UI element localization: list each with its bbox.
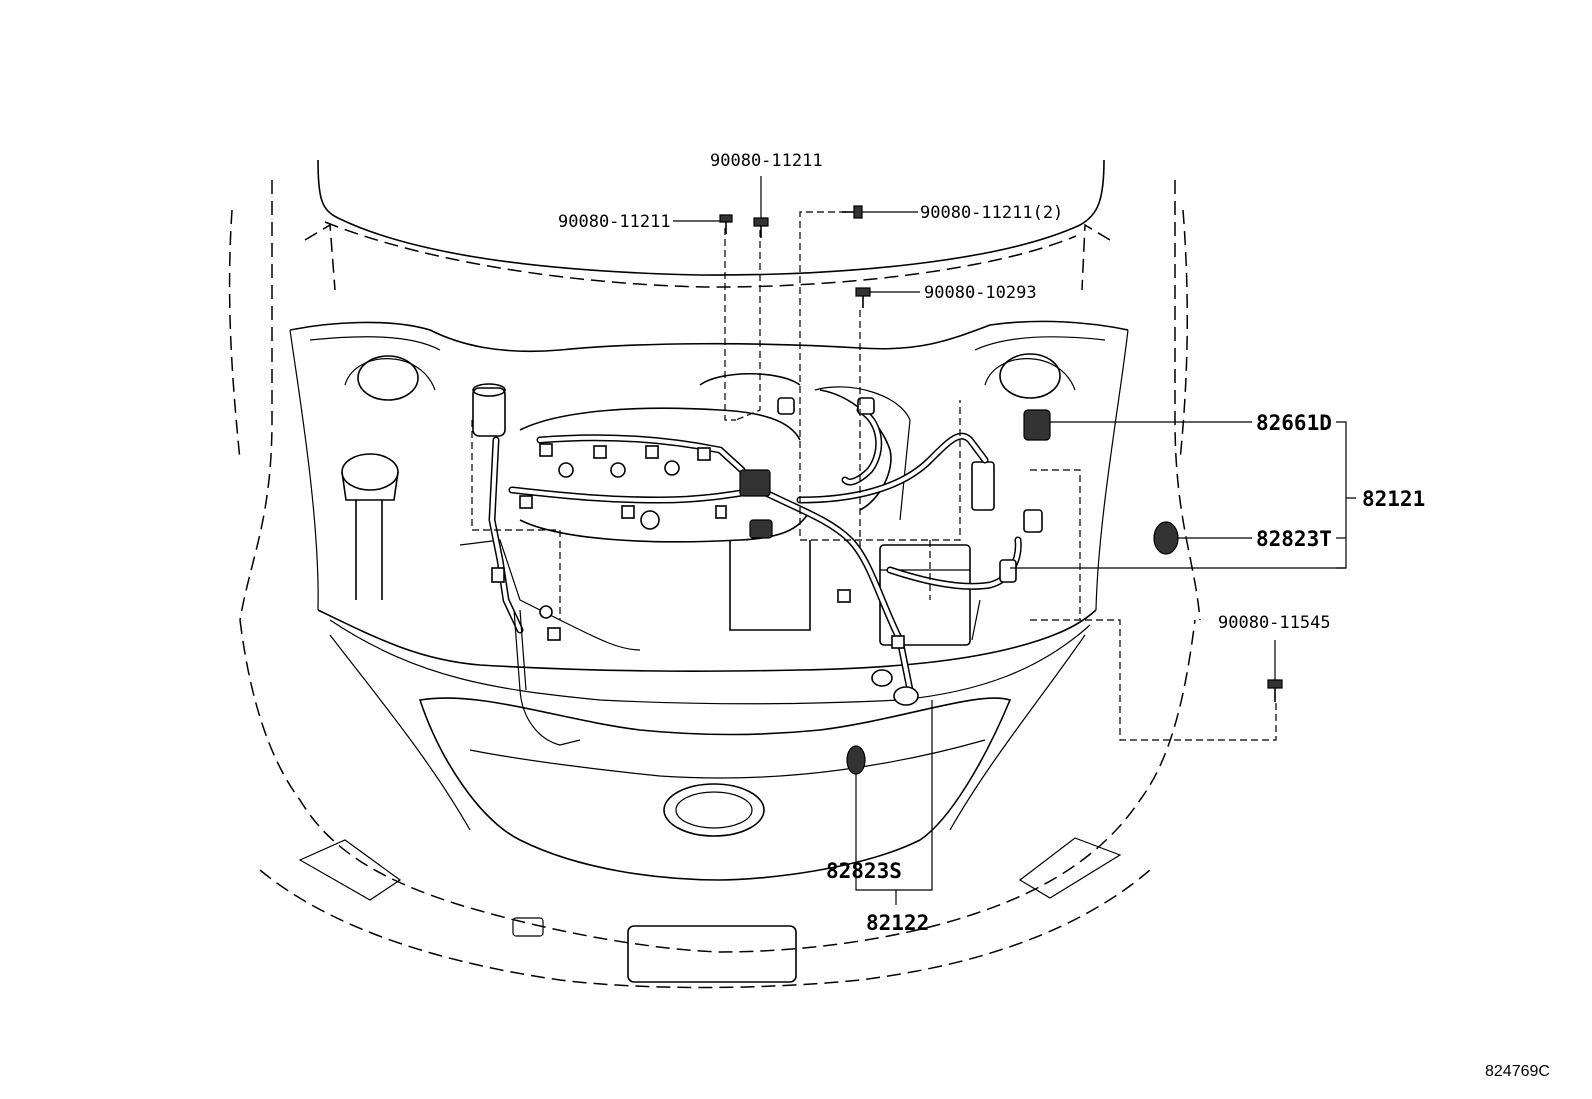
part-82661d-relay xyxy=(1023,409,1051,441)
label-part-82823t: 82823T xyxy=(1256,527,1332,551)
label-bolt-top-right: 90080-11211(2) xyxy=(920,203,1063,223)
bolt-icon-top-right xyxy=(842,205,863,219)
reference-dash-lines xyxy=(471,211,1277,741)
part-82823s-clamp xyxy=(846,745,866,775)
engine-bay xyxy=(341,373,995,651)
bolt-icon-mid xyxy=(855,287,871,308)
bolt-icon-top-left xyxy=(719,214,733,234)
washer-reservoir xyxy=(341,453,399,600)
car-body-outline xyxy=(228,159,1201,989)
engine-block xyxy=(459,373,911,651)
label-bolt-top-center: 90080-11211 xyxy=(710,151,823,171)
engine-wire-harness xyxy=(488,397,1179,775)
bolt-icon-right xyxy=(1267,679,1283,702)
label-part-82121: 82121 xyxy=(1362,487,1425,511)
part-82823t-clamp xyxy=(1153,521,1179,555)
label-part-82661d: 82661D xyxy=(1256,411,1332,435)
harness-connectors xyxy=(491,397,1043,706)
label-bolt-mid: 90080-10293 xyxy=(924,283,1037,303)
label-part-82823s: 82823S xyxy=(826,859,902,883)
leader-lines xyxy=(673,176,1356,905)
figure-reference: 824769C xyxy=(1485,1063,1550,1080)
brake-fluid-reservoir xyxy=(472,383,506,437)
label-part-82122: 82122 xyxy=(866,911,929,935)
bolt-icon-top-center xyxy=(753,217,769,238)
label-bolt-top-left: 90080-11211 xyxy=(558,212,671,232)
label-bolt-right: 90080-11545 xyxy=(1218,613,1331,633)
